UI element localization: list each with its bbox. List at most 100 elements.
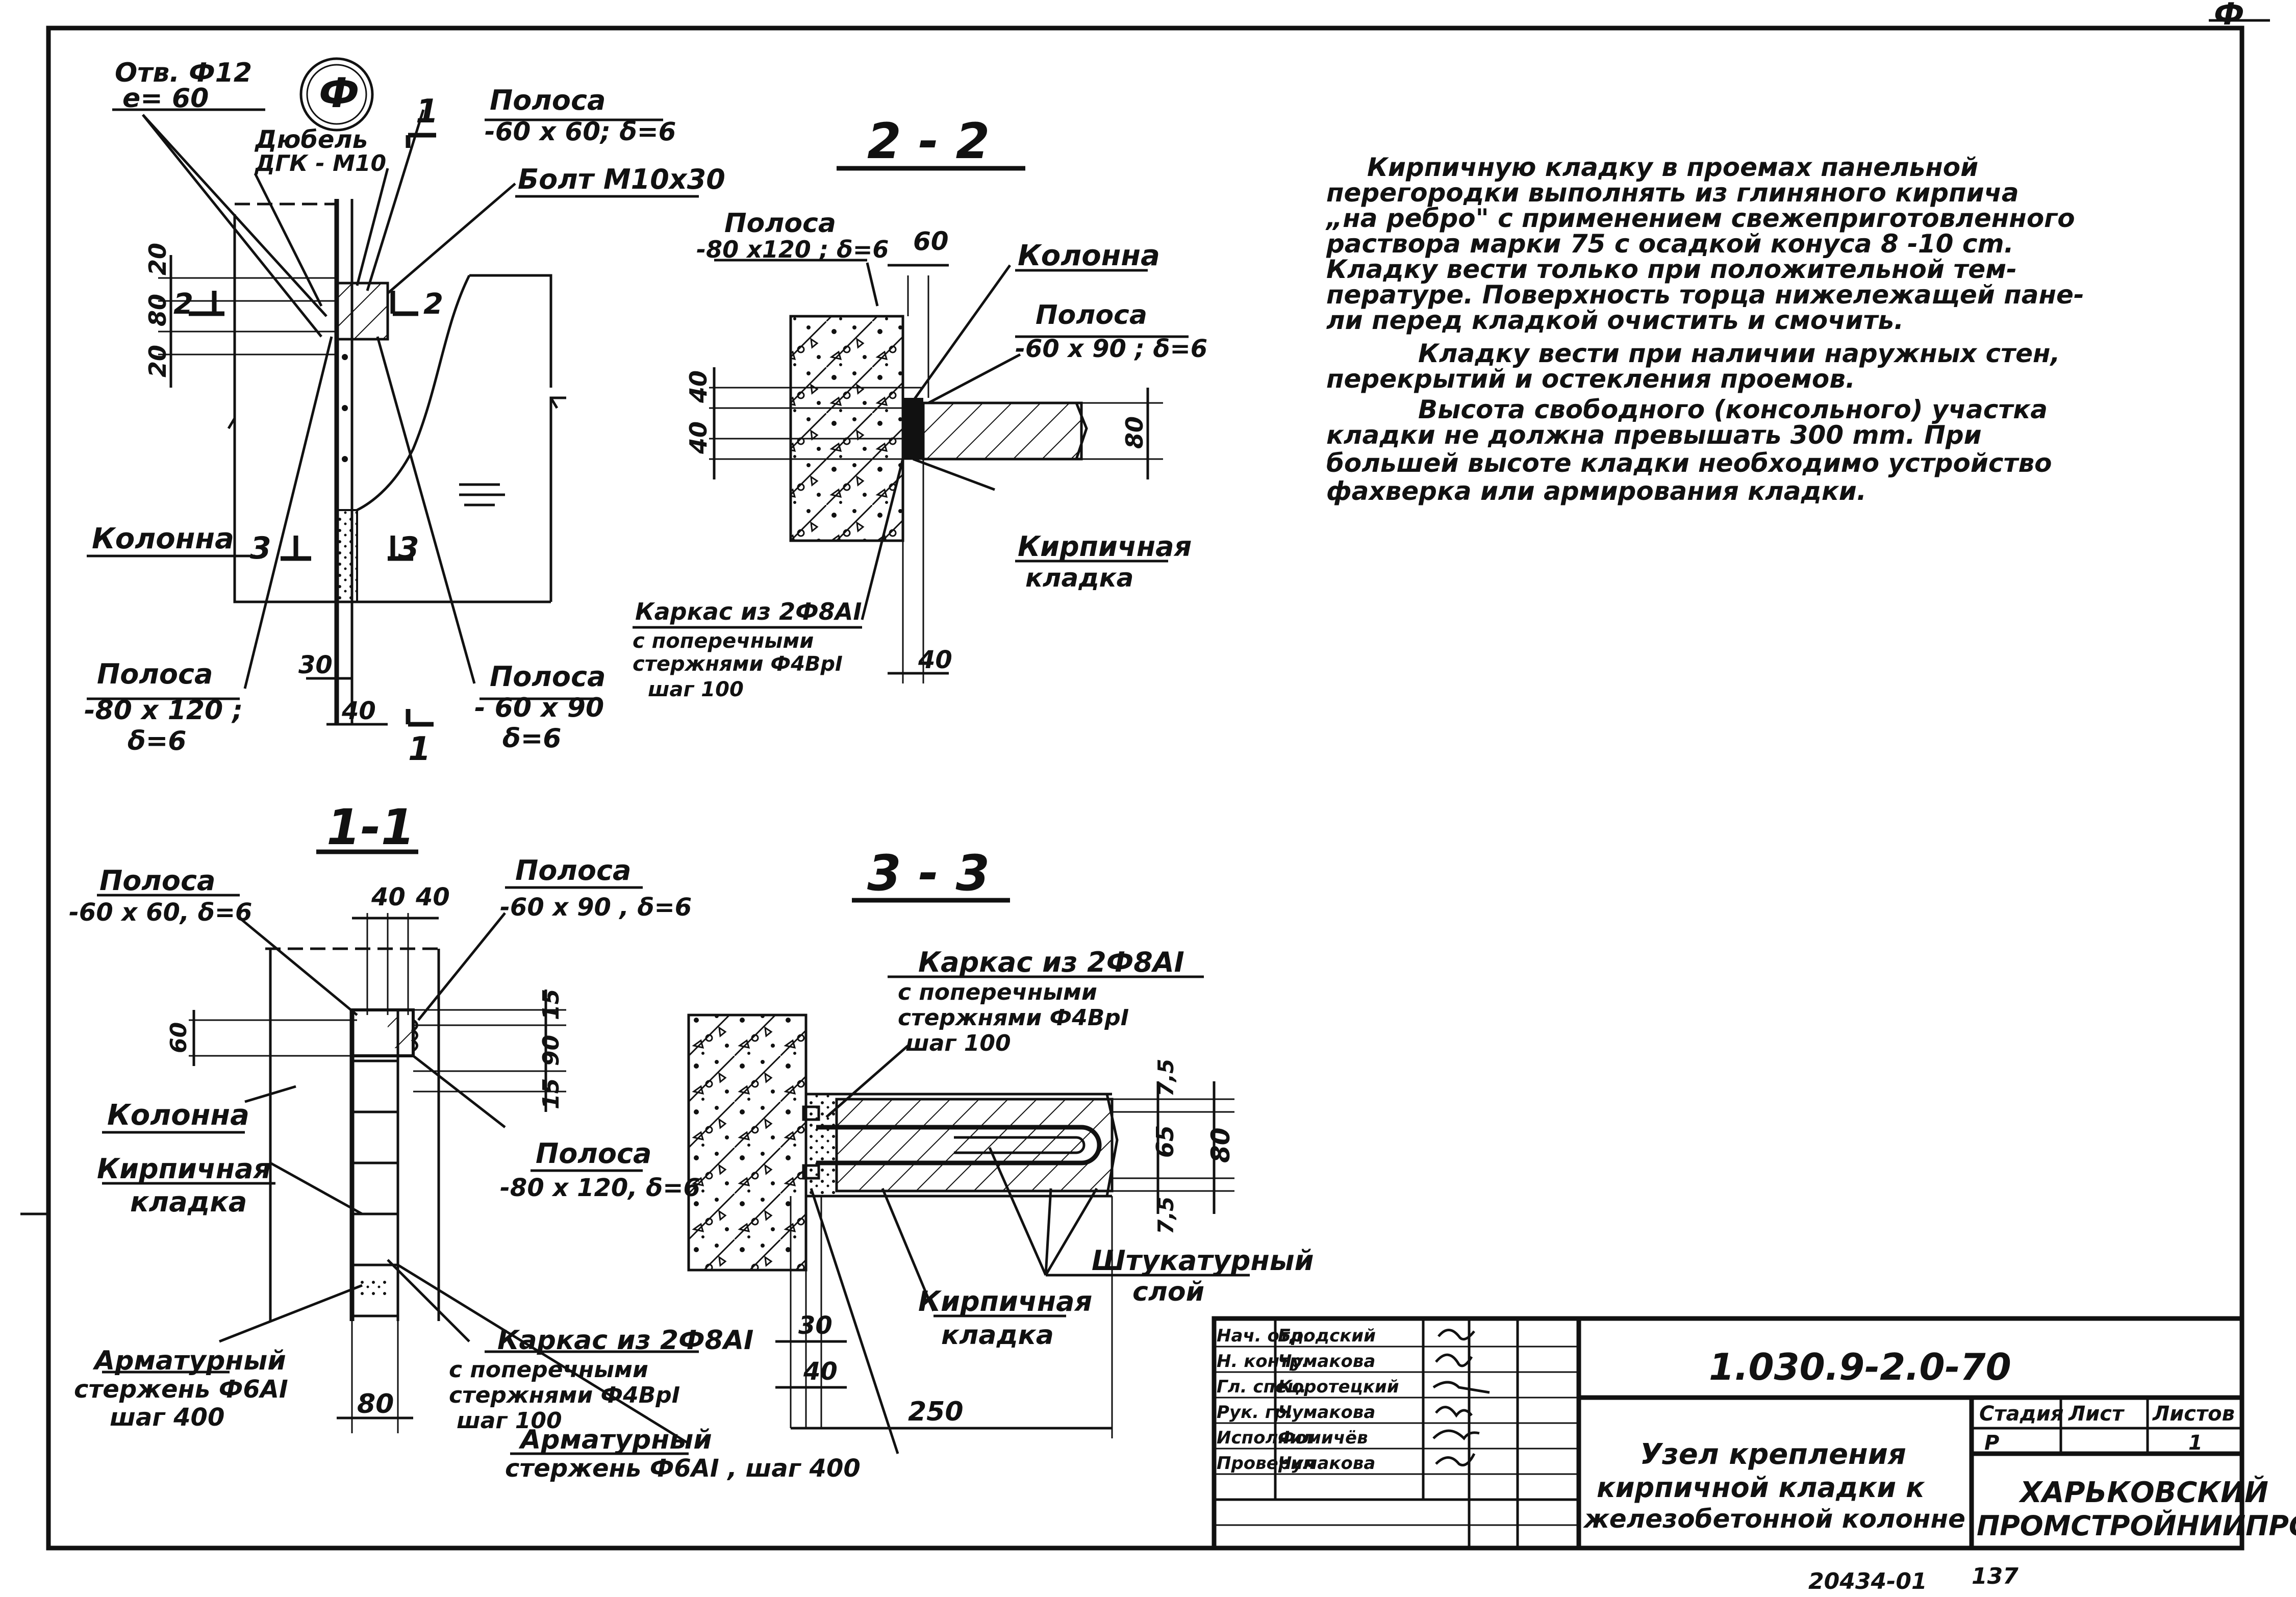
organization-line-1: ХАРЬКОВСКИЙ [2019,1476,2268,1509]
section-2-2-title: 2 - 2 [867,113,990,170]
column-label: Колонна [92,522,234,555]
note-line-13: фахверка или армирования кладки. [1326,476,1866,506]
note-line-11: кладки не должна превышать 300 mm. При [1326,420,1982,450]
s11-strip-b-label: Полоса [515,854,631,886]
s11-frame-label1: Каркас из 2Ф8АI [497,1325,753,1356]
s11-strip-c-size: -80 х 120, δ=6 [500,1174,700,1202]
hole-e-label: e= 60 [122,83,209,114]
section-3-3-title: 3 - 3 [867,845,990,902]
cut-mark-1-top: 1 [416,93,439,131]
stage-header: Стадия [1979,1402,2064,1426]
title-block [1212,1316,2244,1551]
notes-block: Кирпичную кладку в проемах панельной пер… [1325,153,2084,506]
cut-mark-1-bottom: 1 [408,730,431,768]
s22-dim-40c: 40 [918,646,952,674]
s11-dim-90: 90 [538,1035,564,1066]
s11-strip-b-size: -60 х 90 , δ=6 [500,893,692,922]
s11-frame-label2: с поперечными [449,1357,648,1383]
s22-dim-40b: 40 [685,421,712,454]
s22-strip2-label: Полоса [1036,300,1147,331]
dim-80: 80 [144,294,171,326]
s11-column-label: Колонна [107,1099,249,1132]
sig-role-2: Н. контр. [1217,1351,1308,1372]
note-line-1: Кирпичную кладку в проемах панельной [1367,153,1978,182]
note-line-10: Высота свободного (консольного) участка [1418,395,2048,424]
strip-right-label: Полоса [490,661,605,693]
s11-frame-label3: стержнями Ф4ВрI [449,1382,680,1408]
s11-brick-label2: кладка [130,1186,247,1218]
sig-role-4: Рук. гр. [1217,1402,1293,1423]
s33-plaster-label1: Штукатурный [1092,1245,1314,1277]
stage-value: Р [1984,1431,1999,1455]
sheets-header: Листов [2152,1402,2235,1426]
s11-rebar-label2: стержень Ф6АI [74,1375,288,1404]
sheet-mark: 1.030.9-2.0-70 [1709,1346,2011,1388]
cut-mark-3-left: 3 [250,530,271,566]
note-line-4: раствора марки 75 с осадкой конуса 8 -10… [1326,229,2014,259]
s11-dim-60: 60 [166,1022,192,1053]
note-line-9: перекрытий и остекления проемов. [1326,364,1855,394]
s33-brick-label1: Кирпичная [918,1285,1092,1317]
sheet-frame [20,19,2270,1551]
s22-strip1-size: -80 х120 ; δ=6 [696,236,889,263]
s33-rebar-label1: Арматурный [518,1425,712,1455]
s33-dim-80: 80 [1206,1127,1235,1163]
s11-dim-80: 80 [357,1389,394,1419]
note-line-2: перегородки выполнять из глиняного кирпи… [1326,178,2019,208]
strip-left-label: Полоса [97,658,213,690]
main-view-labels: Отв. Ф12 e= 60 Дюбель ДГК - М10 Полоса -… [84,58,725,768]
s11-dim-40b: 40 [415,883,450,911]
sig-name-5: Фомичёв [1278,1428,1368,1448]
s33-plaster-label2: слой [1132,1277,1204,1307]
s11-frame-label4: шаг 100 [457,1408,562,1434]
s33-brick-label2: кладка [941,1320,1054,1351]
sheets-value: 1 [2188,1431,2203,1455]
section-1-1-labels: 1-1 Полоса -60 х 60, δ=6 Полоса -60 х 90… [69,799,753,1434]
sig-name-2: Чумакова [1278,1351,1375,1372]
s11-rebar-label3: шаг 400 [110,1403,224,1432]
s33-dim-30: 30 [798,1311,832,1340]
title-line-1: Узел крепления [1640,1438,1906,1471]
dim-40: 40 [341,697,376,725]
section-3-3-labels: 3 - 3 Каркас из 2Ф8АI с поперечными стер… [505,845,1314,1483]
note-line-12: большей высоте кладки необходимо устройс… [1326,448,2052,478]
dim-20-top: 20 [144,243,171,275]
s11-strip-a-label: Полоса [99,865,215,897]
sig-name-3: Коротецкий [1278,1377,1399,1397]
strip-top-label: Полоса [490,84,605,116]
sig-name-1: Бродский [1278,1326,1376,1346]
cut-mark-2-left: 2 [173,288,193,321]
main-view [87,57,699,727]
note-line-5: Кладку вести только при положительной те… [1326,255,2017,284]
s33-rebar-label2: стержень Ф6АI , шаг 400 [505,1454,861,1483]
organization-line-2: ПРОМСТРОЙНИИПРОЕКТ [1977,1510,2296,1542]
section-1-1 [97,849,699,1455]
strip-right-size2: δ=6 [502,723,561,754]
s33-dim-250: 250 [908,1397,964,1427]
page-number: 137 [1972,1563,2019,1589]
s11-dim-40a: 40 [371,883,406,911]
s11-dim-15b: 15 [538,1078,564,1109]
s33-frame-label2: с поперечными [898,979,1097,1005]
dowel-label: Дюбель [254,125,368,154]
s11-brick-label1: Кирпичная [97,1153,271,1185]
s22-frame-label3: стержнями Ф4ВрI [633,652,843,676]
sig-role-5: Исполнил [1217,1428,1315,1448]
s33-frame-label4: шаг 100 [905,1030,1011,1056]
section-1-1-title: 1-1 [326,799,415,856]
archive-number: 20434-01 [1808,1568,1927,1594]
sig-name-6: Чумакова [1278,1453,1375,1474]
cut-mark-3-right: 3 [398,530,419,566]
s11-dim-15a: 15 [538,989,564,1020]
s22-dim-60: 60 [913,226,949,256]
bolt-label: Болт М10х30 [518,163,725,195]
note-line-8: Кладку вести при наличии наружных стен, [1418,339,2060,368]
sig-role-6: Проверил [1217,1453,1316,1474]
s11-strip-a-size: -60 х 60, δ=6 [69,898,252,927]
s33-dim-40: 40 [803,1357,838,1386]
sig-role-3: Гл. спец. [1217,1377,1306,1397]
section-3-3 [687,898,1250,1454]
s33-dim-65: 65 [1151,1125,1179,1158]
s22-frame-label4: шаг 100 [648,678,744,701]
